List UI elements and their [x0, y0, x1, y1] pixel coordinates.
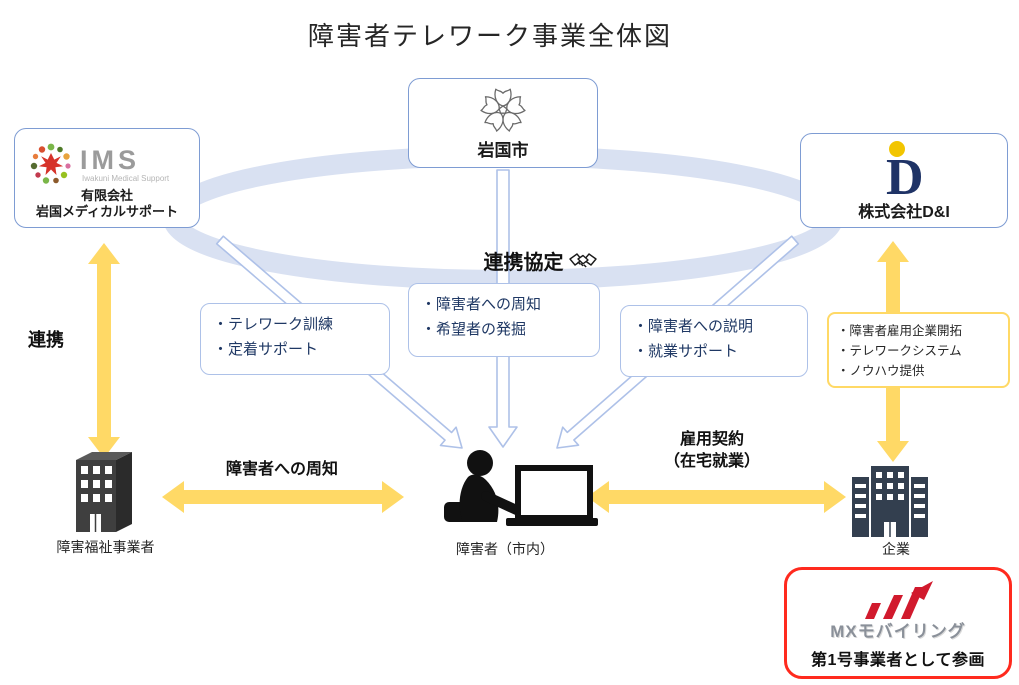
node-iwakuni-city: 岩国市 [408, 78, 598, 168]
callout-item: ・障害者雇用企業開拓 [837, 324, 963, 338]
mx-caption: 第1号事業者として参画 [811, 651, 985, 669]
callout-item: ・テレワーク訓練 [213, 316, 334, 333]
callout-item: ・障害者への周知 [421, 296, 542, 313]
sakura-icon [480, 88, 526, 132]
person-laptop-icon [444, 450, 598, 526]
notification-arrow-label: 障害者への周知 [225, 461, 338, 478]
arrow-welfare-person-yellow [162, 481, 404, 513]
callout-item: ・ノウハウ提供 [837, 364, 925, 378]
employment-line1: 雇用契約 [679, 431, 744, 448]
callout-di-services: ・障害者への説明 ・就業サポート [620, 305, 808, 377]
arrow-ims-welfare-yellow [88, 243, 120, 458]
mx-mobiling-box: MXモバイリング 第1号事業者として参画 [784, 567, 1012, 679]
employment-arrow-label: 雇用契約 （在宅就業） [612, 429, 812, 472]
handshake-icon [568, 252, 597, 268]
callout-item: ・障害者への説明 [633, 318, 754, 335]
callout-item: ・就業サポート [633, 342, 739, 360]
ims-logo: IMS Iwakuni Medical Support [28, 140, 186, 188]
di-logo: D [886, 140, 924, 198]
ims-wreath-icon [30, 143, 71, 184]
page-title: 障害者テレワーク事業全体図 [307, 21, 672, 51]
ims-company-type: 有限会社 [80, 187, 133, 203]
person-label: 障害者（市内） [456, 541, 554, 557]
callout-item: ・テレワークシステム [837, 344, 962, 358]
cooperation-arrow-label: 連携 [28, 330, 64, 350]
ims-company-name: 岩国メディカルサポート [35, 204, 179, 219]
mx-logo-icon [865, 580, 933, 619]
mx-logo-text: MXモバイリング [830, 621, 966, 641]
iwakuni-label: 岩国市 [477, 140, 529, 160]
di-logo-letter: D [886, 149, 924, 198]
employment-line2: （在宅就業） [663, 452, 760, 470]
di-label: 株式会社D&I [858, 203, 950, 221]
agreement-label: 連携協定 [440, 246, 640, 275]
ims-logotype: IMS Iwakuni Medical Support [80, 145, 170, 183]
callout-item: ・定着サポート [213, 340, 319, 358]
welfare-provider-label: 障害福祉事業者 [56, 539, 155, 555]
agreement-text: 連携協定 [483, 252, 564, 274]
node-ims: IMS Iwakuni Medical Support 有限会社 岩国メディカル… [14, 128, 200, 228]
arrow-person-company-yellow [587, 481, 846, 513]
ims-logo-text: IMS [80, 145, 140, 175]
callout-item: ・希望者の発掘 [421, 320, 527, 338]
company-buildings-icon [852, 466, 928, 537]
building-icon [76, 452, 132, 532]
node-di: D 株式会社D&I [800, 133, 1008, 228]
callout-ims-services: ・テレワーク訓練 ・定着サポート [200, 303, 390, 375]
company-label: 企業 [882, 541, 910, 557]
di-logo-dot [889, 140, 905, 157]
ims-logo-tagline: Iwakuni Medical Support [82, 174, 170, 183]
maple-leaf-mark [38, 152, 64, 175]
callout-di-company-services: ・障害者雇用企業開拓 ・テレワークシステム ・ノウハウ提供 [827, 312, 1010, 388]
callout-city-services: ・障害者への周知 ・希望者の発掘 [408, 283, 600, 357]
